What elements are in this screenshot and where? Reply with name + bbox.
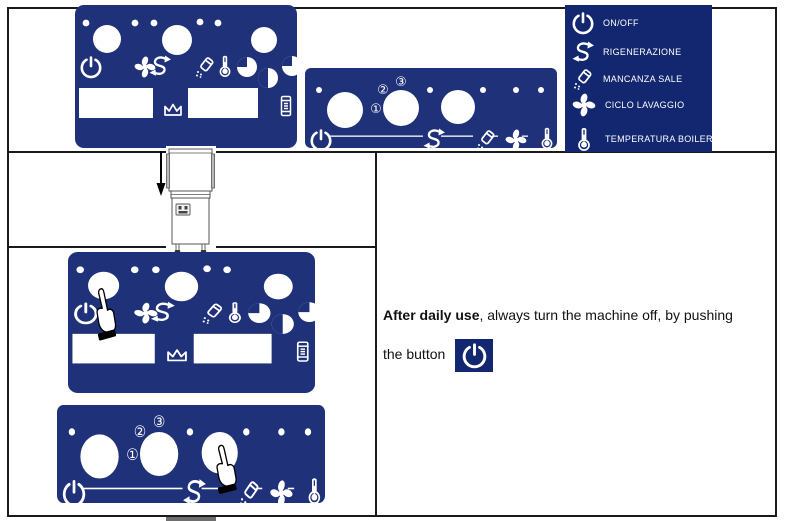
power-icon [572,12,594,35]
thermometer-icon [578,127,590,151]
main-control-panel-press-onoff-figure [68,252,315,393]
power-button-image [455,338,494,372]
next-figure-cutoff [166,517,216,521]
dishwasher-figure [156,146,216,255]
power-icon [462,343,486,369]
simple-control-panel-press-figure [57,405,325,503]
legend-item-salt: MANCANZA SALE [571,65,682,93]
row-divider-top [7,151,777,153]
instruction-bold: After daily use [383,307,480,323]
legend-panel: ON/OFF RIGENERAZIONE MANCANZA SALE CICLO… [565,5,712,152]
instruction-rest: , always turn the machine off, by pushin… [479,307,733,323]
column-divider [375,151,377,517]
simple-control-panel-figure [305,68,557,148]
legend-label: CICLO LAVAGGIO [605,100,685,110]
legend-label: MANCANZA SALE [603,74,683,84]
legend-label: RIGENERAZIONE [603,47,682,57]
main-control-panel-figure [75,5,297,148]
instruction-text: After daily use, always turn the machine… [383,296,779,374]
legend-item-onoff: ON/OFF [571,9,639,37]
hood-close-arrow-icon [156,151,166,196]
fan-icon [571,92,597,118]
regeneration-icon [571,40,595,63]
instruction-line2: the button [383,346,446,362]
legend-label: TEMPERATURA BOILER [605,134,713,144]
page-table-border [7,7,777,517]
legend-item-wash-cycle: CICLO LAVAGGIO [571,91,684,119]
legend-label: ON/OFF [603,18,639,28]
legend-item-regeneration: RIGENERAZIONE [571,38,681,66]
salt-shaker-icon [573,68,593,91]
legend-item-boiler-temp: TEMPERATURA BOILER [571,125,713,153]
